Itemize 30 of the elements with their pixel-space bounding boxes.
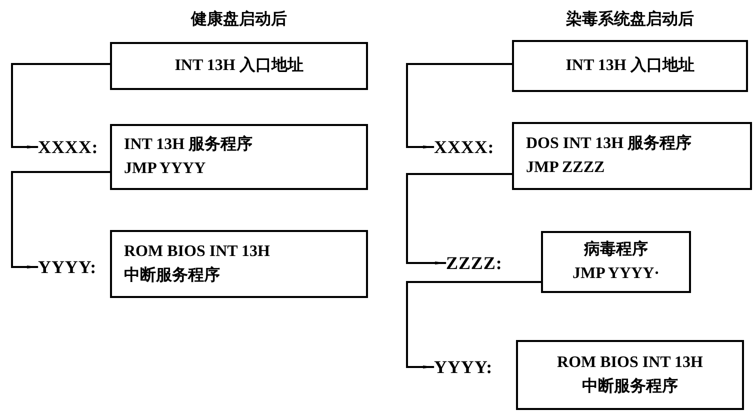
box-text: 病毒程序 — [584, 240, 648, 260]
process-box — [516, 340, 744, 410]
box-text: JMP YYYY — [124, 159, 206, 179]
arrow — [406, 173, 512, 264]
arrow — [11, 63, 110, 148]
address-label: XXXX: — [38, 134, 110, 160]
address-label: XXXX: — [434, 134, 512, 160]
process-box — [512, 40, 748, 92]
address-label: YYYY: — [38, 254, 110, 280]
box-text: 中断服务程序 — [124, 266, 220, 286]
box-text: DOS INT 13H 服务程序 — [526, 134, 692, 154]
box-text: JMP YYYY· — [572, 264, 660, 284]
box-text: JMP ZZZZ — [526, 158, 605, 178]
process-box — [110, 230, 368, 298]
box-text: INT 13H 入口地址 — [566, 56, 694, 76]
box-text: ROM BIOS INT 13H — [557, 353, 703, 373]
process-box — [541, 231, 691, 293]
box-text: INT 13H 服务程序 — [124, 135, 253, 155]
process-box — [512, 122, 752, 190]
process-box — [110, 42, 368, 90]
arrow — [406, 281, 541, 368]
box-text: INT 13H 入口地址 — [174, 56, 304, 76]
box-text: 中断服务程序 — [582, 377, 678, 397]
process-box — [110, 124, 368, 190]
arrow — [11, 171, 110, 268]
address-label: YYYY: — [434, 354, 512, 380]
arrow — [406, 63, 512, 148]
address-label: ZZZZ: — [446, 250, 514, 276]
heading: 健康盘启动后 — [191, 11, 287, 28]
box-text: ROM BIOS INT 13H — [124, 242, 270, 262]
